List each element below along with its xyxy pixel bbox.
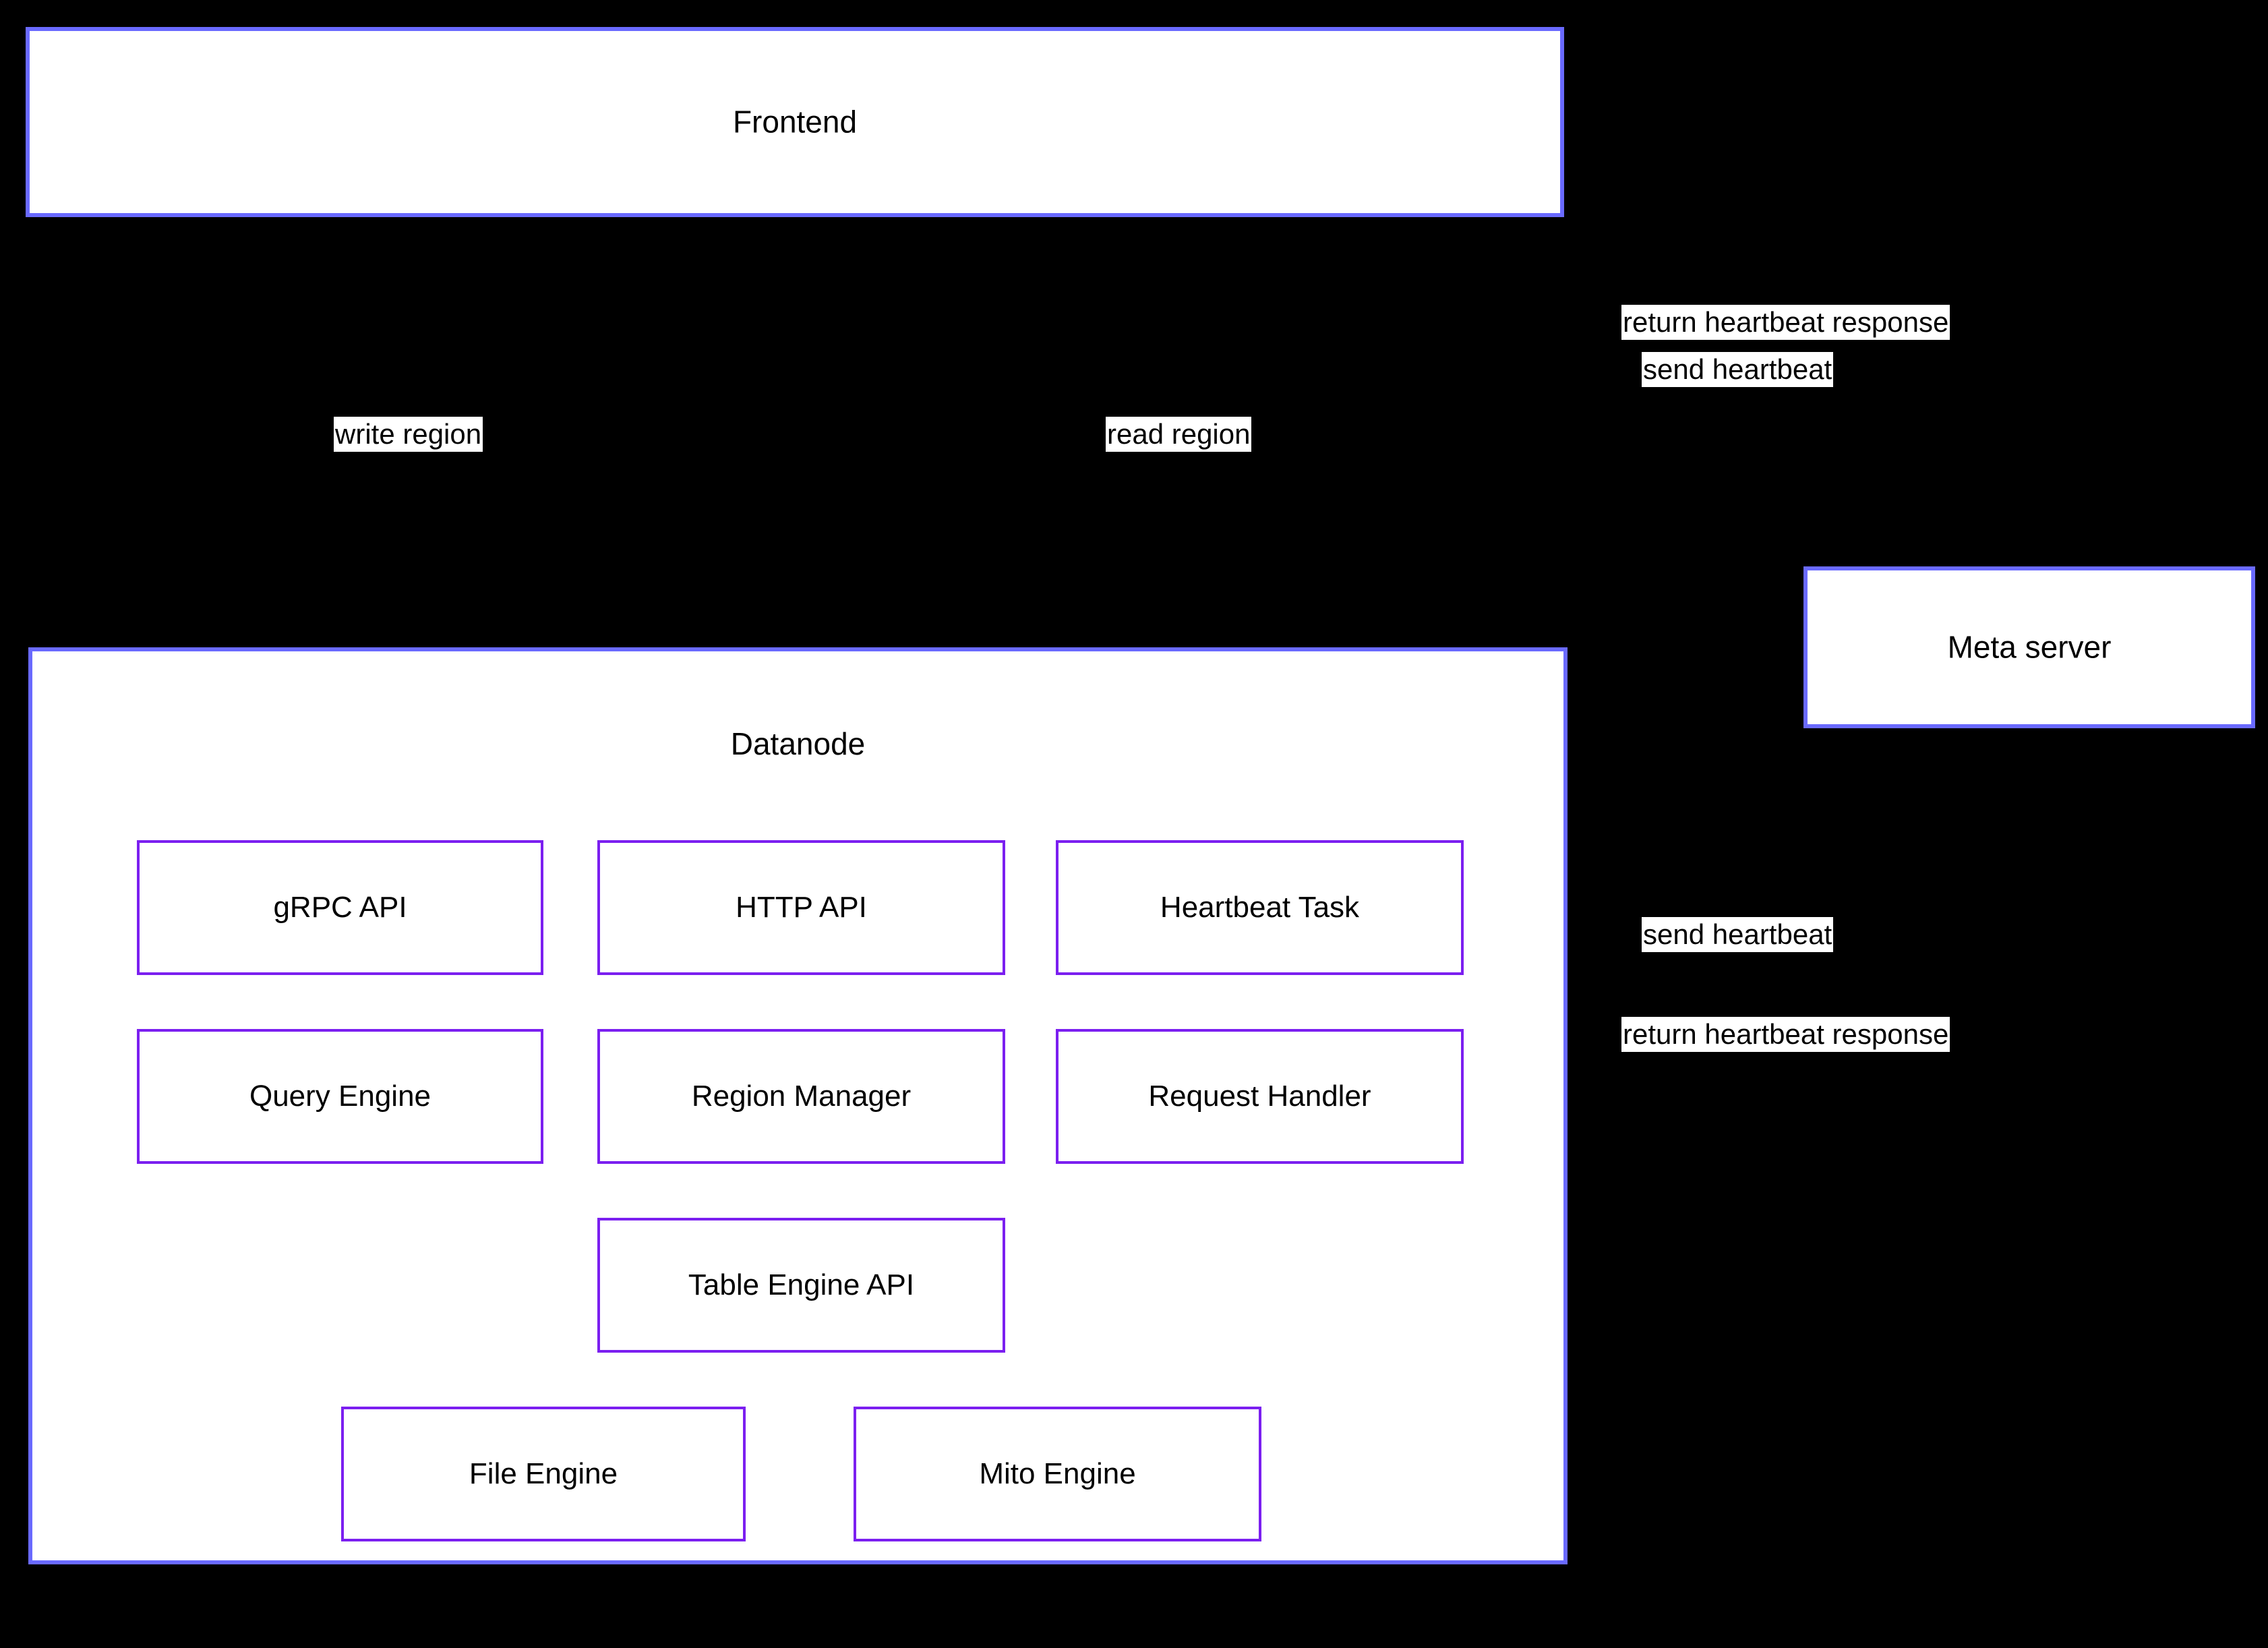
- node-meta-server[interactable]: Meta server: [1803, 566, 2255, 728]
- component-table-engine-api-label: Table Engine API: [688, 1268, 915, 1301]
- component-mito-engine[interactable]: Mito Engine: [854, 1407, 1261, 1541]
- component-table-engine-api[interactable]: Table Engine API: [597, 1218, 1005, 1353]
- edge-datanode-return-heartbeat-response-arrowhead: [1568, 1322, 1589, 1341]
- edge-frontend-return-heartbeat-response-arrowhead: [1564, 161, 1586, 180]
- component-request-handler-label: Request Handler: [1148, 1079, 1371, 1113]
- edge-label-datanode-send-heartbeat: send heartbeat: [1642, 917, 1834, 952]
- component-heartbeat-task[interactable]: Heartbeat Task: [1056, 840, 1464, 975]
- node-datanode[interactable]: Datanode gRPC API HTTP API Heartbeat Tas…: [28, 647, 1568, 1564]
- edge-label-read-region: read region: [1106, 417, 1252, 452]
- node-meta-server-label: Meta server: [1947, 629, 2112, 665]
- component-file-engine[interactable]: File Engine: [341, 1407, 746, 1541]
- component-http-api-label: HTTP API: [736, 890, 867, 924]
- component-grpc-api-label: gRPC API: [273, 890, 407, 924]
- edge-frontend-send-heartbeat-arrowhead: [1949, 545, 1968, 566]
- edge-label-frontend-send-heartbeat: send heartbeat: [1642, 352, 1834, 387]
- component-http-api[interactable]: HTTP API: [597, 840, 1005, 975]
- component-heartbeat-task-label: Heartbeat Task: [1160, 890, 1360, 924]
- node-frontend[interactable]: Frontend: [26, 27, 1564, 217]
- component-region-manager-label: Region Manager: [691, 1079, 912, 1113]
- component-grpc-api[interactable]: gRPC API: [137, 840, 543, 975]
- component-file-engine-label: File Engine: [469, 1456, 618, 1490]
- component-query-engine[interactable]: Query Engine: [137, 1029, 543, 1164]
- component-request-handler[interactable]: Request Handler: [1056, 1029, 1464, 1164]
- edge-label-frontend-return-heartbeat-response: return heartbeat response: [1621, 305, 1950, 340]
- edge-label-write-region: write region: [334, 417, 483, 452]
- edge-label-datanode-return-heartbeat-response: return heartbeat response: [1621, 1017, 1950, 1052]
- node-datanode-label: Datanode: [730, 726, 866, 761]
- component-query-engine-label: Query Engine: [249, 1079, 431, 1113]
- component-mito-engine-label: Mito Engine: [979, 1456, 1136, 1490]
- node-frontend-label: Frontend: [732, 104, 858, 140]
- component-region-manager[interactable]: Region Manager: [597, 1029, 1005, 1164]
- edge-datanode-send-heartbeat-arrowhead: [1872, 728, 1890, 750]
